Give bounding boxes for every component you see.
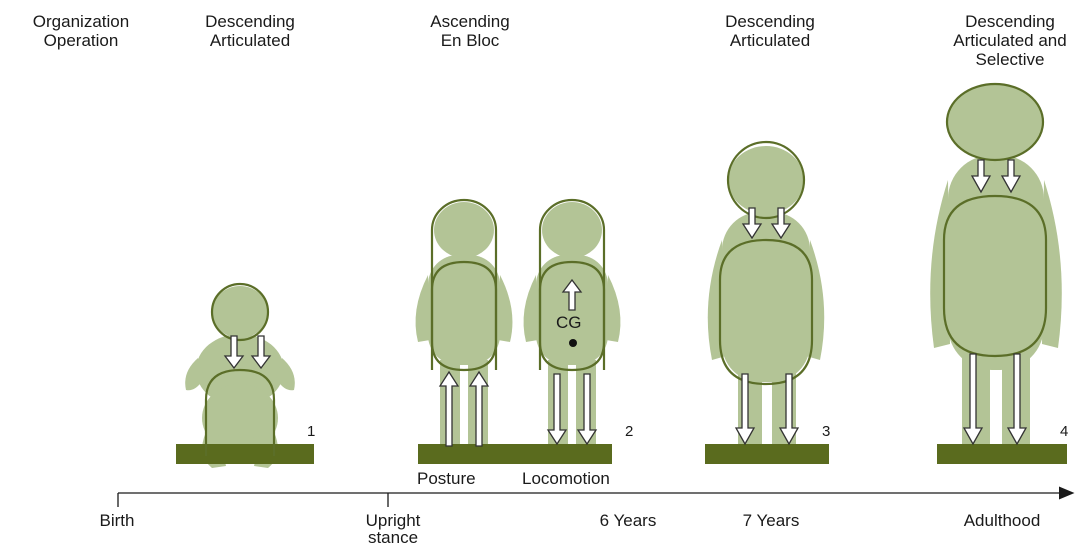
timeline-birth: Birth xyxy=(100,511,135,530)
stage1-trunk-outline xyxy=(204,368,276,456)
stage3-head-circle xyxy=(726,140,806,220)
stage-number-4: 4 xyxy=(1060,423,1068,440)
stage3-ground xyxy=(705,444,829,464)
timeline-upright: Upright xyxy=(366,511,421,530)
stage2-posture-up-arrows xyxy=(438,370,490,447)
stage3-upper-arrows xyxy=(741,207,792,240)
header-stage2: Ascending En Bloc xyxy=(430,12,510,50)
stage4-upper-arrows xyxy=(970,159,1022,194)
cg-label: CG xyxy=(556,313,582,332)
timeline-6-years: 6 Years xyxy=(600,511,657,530)
stage3-lower-arrows xyxy=(734,373,800,446)
stage3-child-figure: 3 xyxy=(705,140,830,464)
stage4-ground xyxy=(937,444,1067,464)
stage2-locomotion-ground xyxy=(512,444,612,464)
stage1-ground xyxy=(176,444,314,464)
stage2-posture-figure xyxy=(415,198,513,464)
stage2-locomotion-capsule xyxy=(538,198,606,370)
timeline-stance: stance xyxy=(368,528,418,545)
stage4-lower-arrows xyxy=(962,353,1028,446)
stage4-trunk-outline xyxy=(942,194,1048,358)
header-stage3: Descending Articulated xyxy=(725,12,815,50)
cg-up-arrow xyxy=(561,278,583,311)
header-stage1: Descending Articulated xyxy=(205,12,295,50)
stage1-infant-figure: 1 xyxy=(176,282,315,468)
stage4-head-circle xyxy=(945,82,1045,162)
stage3-trunk-outline xyxy=(718,238,814,386)
stage2-locomotion-down-arrows xyxy=(546,373,598,446)
timeline-7-years: 7 Years xyxy=(743,511,800,530)
stage-number-1: 1 xyxy=(307,423,315,440)
stage1-down-arrows xyxy=(223,335,272,370)
timeline: Birth Upright stance 6 Years 7 Years Adu… xyxy=(100,486,1075,545)
header-stage4: Descending Articulated and Selective xyxy=(953,12,1067,69)
stage2-locomotion-figure: CG 2 xyxy=(512,198,633,464)
timeline-adulthood: Adulthood xyxy=(964,511,1041,530)
stage2-posture-trunk xyxy=(430,260,498,372)
stage-number-3: 3 xyxy=(822,423,830,440)
stage2-posture-capsule xyxy=(430,198,498,370)
stage1-head-circle xyxy=(210,282,270,342)
locomotion-label: Locomotion xyxy=(522,469,610,488)
stage2-posture-ground xyxy=(418,444,512,464)
posture-label: Posture xyxy=(417,469,476,488)
stage-number-2: 2 xyxy=(625,423,633,440)
stage2-locomotion-trunk xyxy=(538,260,606,372)
center-of-gravity-dot xyxy=(569,339,577,347)
stage4-adult-figure: 4 xyxy=(930,82,1068,464)
header-organization-operation: Organization Operation xyxy=(32,12,130,50)
